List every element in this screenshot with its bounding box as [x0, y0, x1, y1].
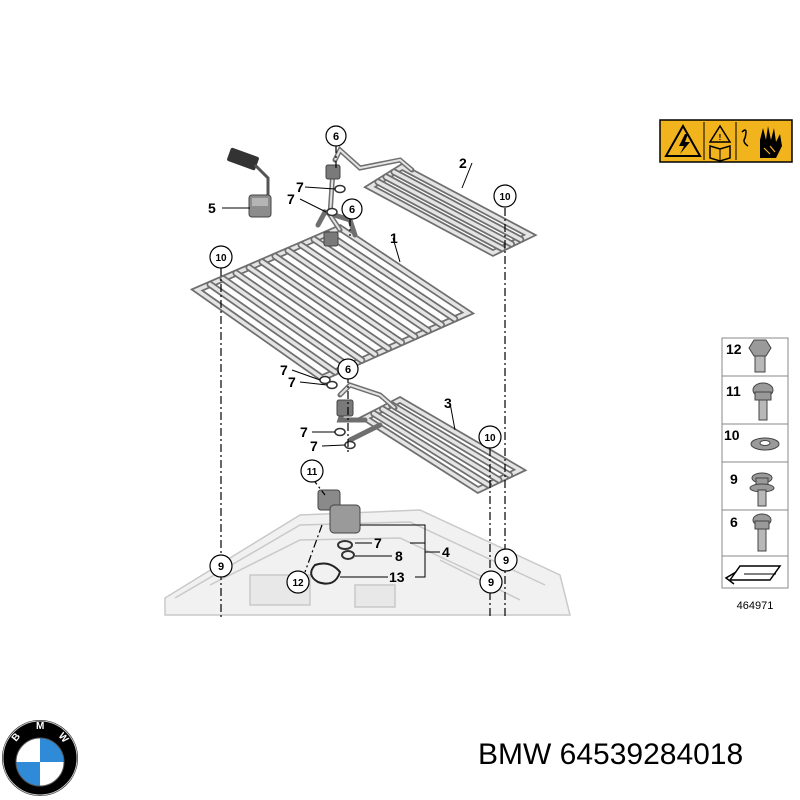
cooling-tube: [208, 282, 338, 374]
torx-bolt-icon: [752, 382, 774, 421]
label-3: 3: [444, 395, 452, 411]
callout-10b: 10: [209, 245, 233, 269]
direction-arrow-icon: [724, 565, 782, 585]
brand-part-number-caption: BMW 64539284018: [478, 738, 744, 771]
label-13: 13: [389, 569, 405, 585]
part-numbers: 1 2 3 4 5 7 7 7 7 7 7 7 8 13: [208, 155, 467, 585]
callout-6a-label: 6: [333, 131, 339, 143]
legend-number-10: 10: [724, 427, 740, 443]
callout-10a: 10: [493, 184, 517, 208]
label-8: 8: [395, 548, 403, 564]
label-7a: 7: [296, 179, 304, 195]
label-7d: 7: [288, 374, 296, 390]
cooling-tube: [392, 170, 523, 242]
callout-9c-label: 9: [488, 577, 494, 589]
legend-number-9: 9: [730, 471, 738, 487]
cooling-tube: [286, 248, 417, 339]
callout-6b-label: 6: [349, 204, 355, 216]
cooling-plate-lower: [357, 396, 528, 494]
svg-text:M: M: [36, 721, 44, 732]
leader-lines: [222, 162, 473, 578]
cooling-plate-upper: [363, 162, 538, 257]
label-7e: 7: [300, 424, 308, 440]
legend-number-12: 12: [726, 341, 742, 357]
sensor-part-5: [227, 147, 272, 218]
cooling-tube: [372, 411, 491, 487]
cooling-plate-large: [189, 224, 476, 383]
collar-bolt-icon: [749, 472, 775, 507]
warning-label: !: [659, 119, 793, 163]
label-7g: 7: [374, 535, 382, 551]
callout-12: 12: [286, 570, 310, 594]
callout-9a: 9: [209, 554, 233, 578]
cooling-tube: [273, 254, 404, 345]
callout-9b-label: 9: [503, 555, 509, 567]
cooling-tube: [299, 243, 430, 333]
cooling-tube: [376, 180, 504, 251]
cooling-tube: [325, 231, 457, 321]
callout-6c: 6: [337, 358, 359, 380]
do-not-touch-hand-icon: [741, 126, 782, 158]
fastener-legend: 12 11 10 9 6: [721, 337, 789, 612]
cooling-tube: [384, 175, 514, 246]
circled-callouts: 6 6 6 10 10 10 11 12: [209, 125, 518, 594]
callout-6b: 6: [341, 198, 363, 220]
label-4: 4: [442, 544, 450, 560]
callout-10a-label: 10: [499, 192, 511, 203]
callout-9c: 9: [479, 570, 503, 594]
cooling-tube: [312, 237, 444, 327]
label-7c: 7: [280, 362, 288, 378]
callout-12-label: 12: [292, 578, 304, 589]
legend-number-6: 6: [730, 514, 738, 530]
label-2: 2: [459, 155, 467, 171]
bmw-logo: B M W: [2, 720, 78, 796]
callout-6c-label: 6: [345, 364, 351, 376]
connector-blocks: [323, 164, 354, 417]
cooling-tube: [221, 276, 351, 368]
callout-10c: 10: [478, 425, 502, 449]
high-voltage-warning-icon: [664, 123, 702, 157]
torx-screw-icon: [752, 513, 772, 552]
cooling-tube: [389, 402, 512, 477]
callout-6a: 6: [325, 125, 347, 147]
svg-text:!: !: [719, 133, 722, 142]
drawing-number: 464971: [737, 600, 774, 612]
label-1: 1: [390, 230, 398, 246]
cooling-tube: [234, 271, 364, 363]
read-manual-icon: !: [708, 124, 732, 162]
cooling-tube: [380, 407, 501, 482]
washer-icon: [750, 437, 780, 451]
legend-number-11: 11: [726, 383, 741, 399]
cooling-tube: [247, 265, 377, 357]
callout-9b: 9: [494, 548, 518, 572]
callout-10c-label: 10: [484, 433, 496, 444]
callout-11: 11: [300, 459, 324, 483]
callout-11-label: 11: [307, 467, 318, 478]
label-7f: 7: [310, 438, 318, 454]
valve-assembly-4: [310, 489, 361, 585]
hex-bolt-icon: [748, 339, 772, 373]
label-5: 5: [208, 200, 216, 216]
label-7b: 7: [287, 191, 295, 207]
callout-10b-label: 10: [215, 253, 227, 264]
cooling-tube: [260, 260, 391, 351]
callout-9a-label: 9: [218, 561, 224, 573]
